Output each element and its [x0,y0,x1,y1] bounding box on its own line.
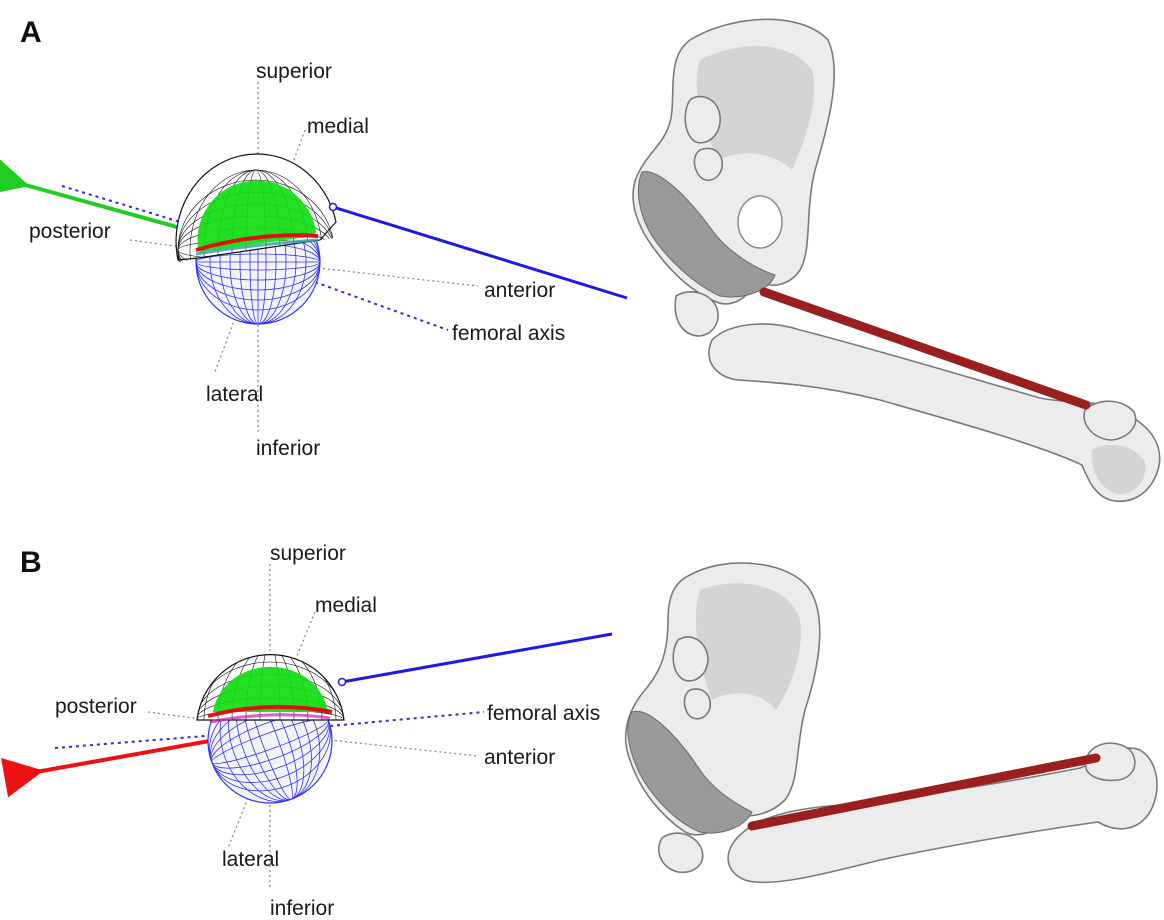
panel-b-label-inferior: inferior [270,897,334,920]
panel-a-axis-line [333,207,627,298]
panel-a-pelvis-femur-model [633,19,1160,501]
panel-a-label-inferior: inferior [256,437,320,460]
panel-b-femoral-axis-line [330,712,484,726]
panel-b-axis-line [342,634,612,682]
panel-a-femoral-axis-line [315,282,448,330]
panel-b-label-medial: medial [315,594,377,617]
panel-a-label-femoral-axis: femoral axis [452,322,565,345]
panel-a-label-superior: superior [256,60,332,83]
panel-b-red-arrow [36,740,215,772]
panel-a: A [20,16,1160,501]
panel-b: B [20,542,1157,920]
panel-b-letter: B [20,546,42,579]
panel-a-label-anterior: anterior [484,279,555,302]
panel-a-label-medial: medial [307,115,369,138]
panel-a-letter: A [20,16,42,49]
panel-a-label-posterior: posterior [29,220,111,243]
panel-b-label-posterior: posterior [55,695,137,718]
panel-b-pelvis-femur-model [626,563,1157,882]
panel-b-label-superior: superior [270,542,346,565]
panel-b-label-femoral-axis: femoral axis [487,702,600,725]
panel-b-label-anterior: anterior [484,746,555,769]
panel-a-label-lateral: lateral [206,383,263,406]
panel-b-label-lateral: lateral [222,848,279,871]
